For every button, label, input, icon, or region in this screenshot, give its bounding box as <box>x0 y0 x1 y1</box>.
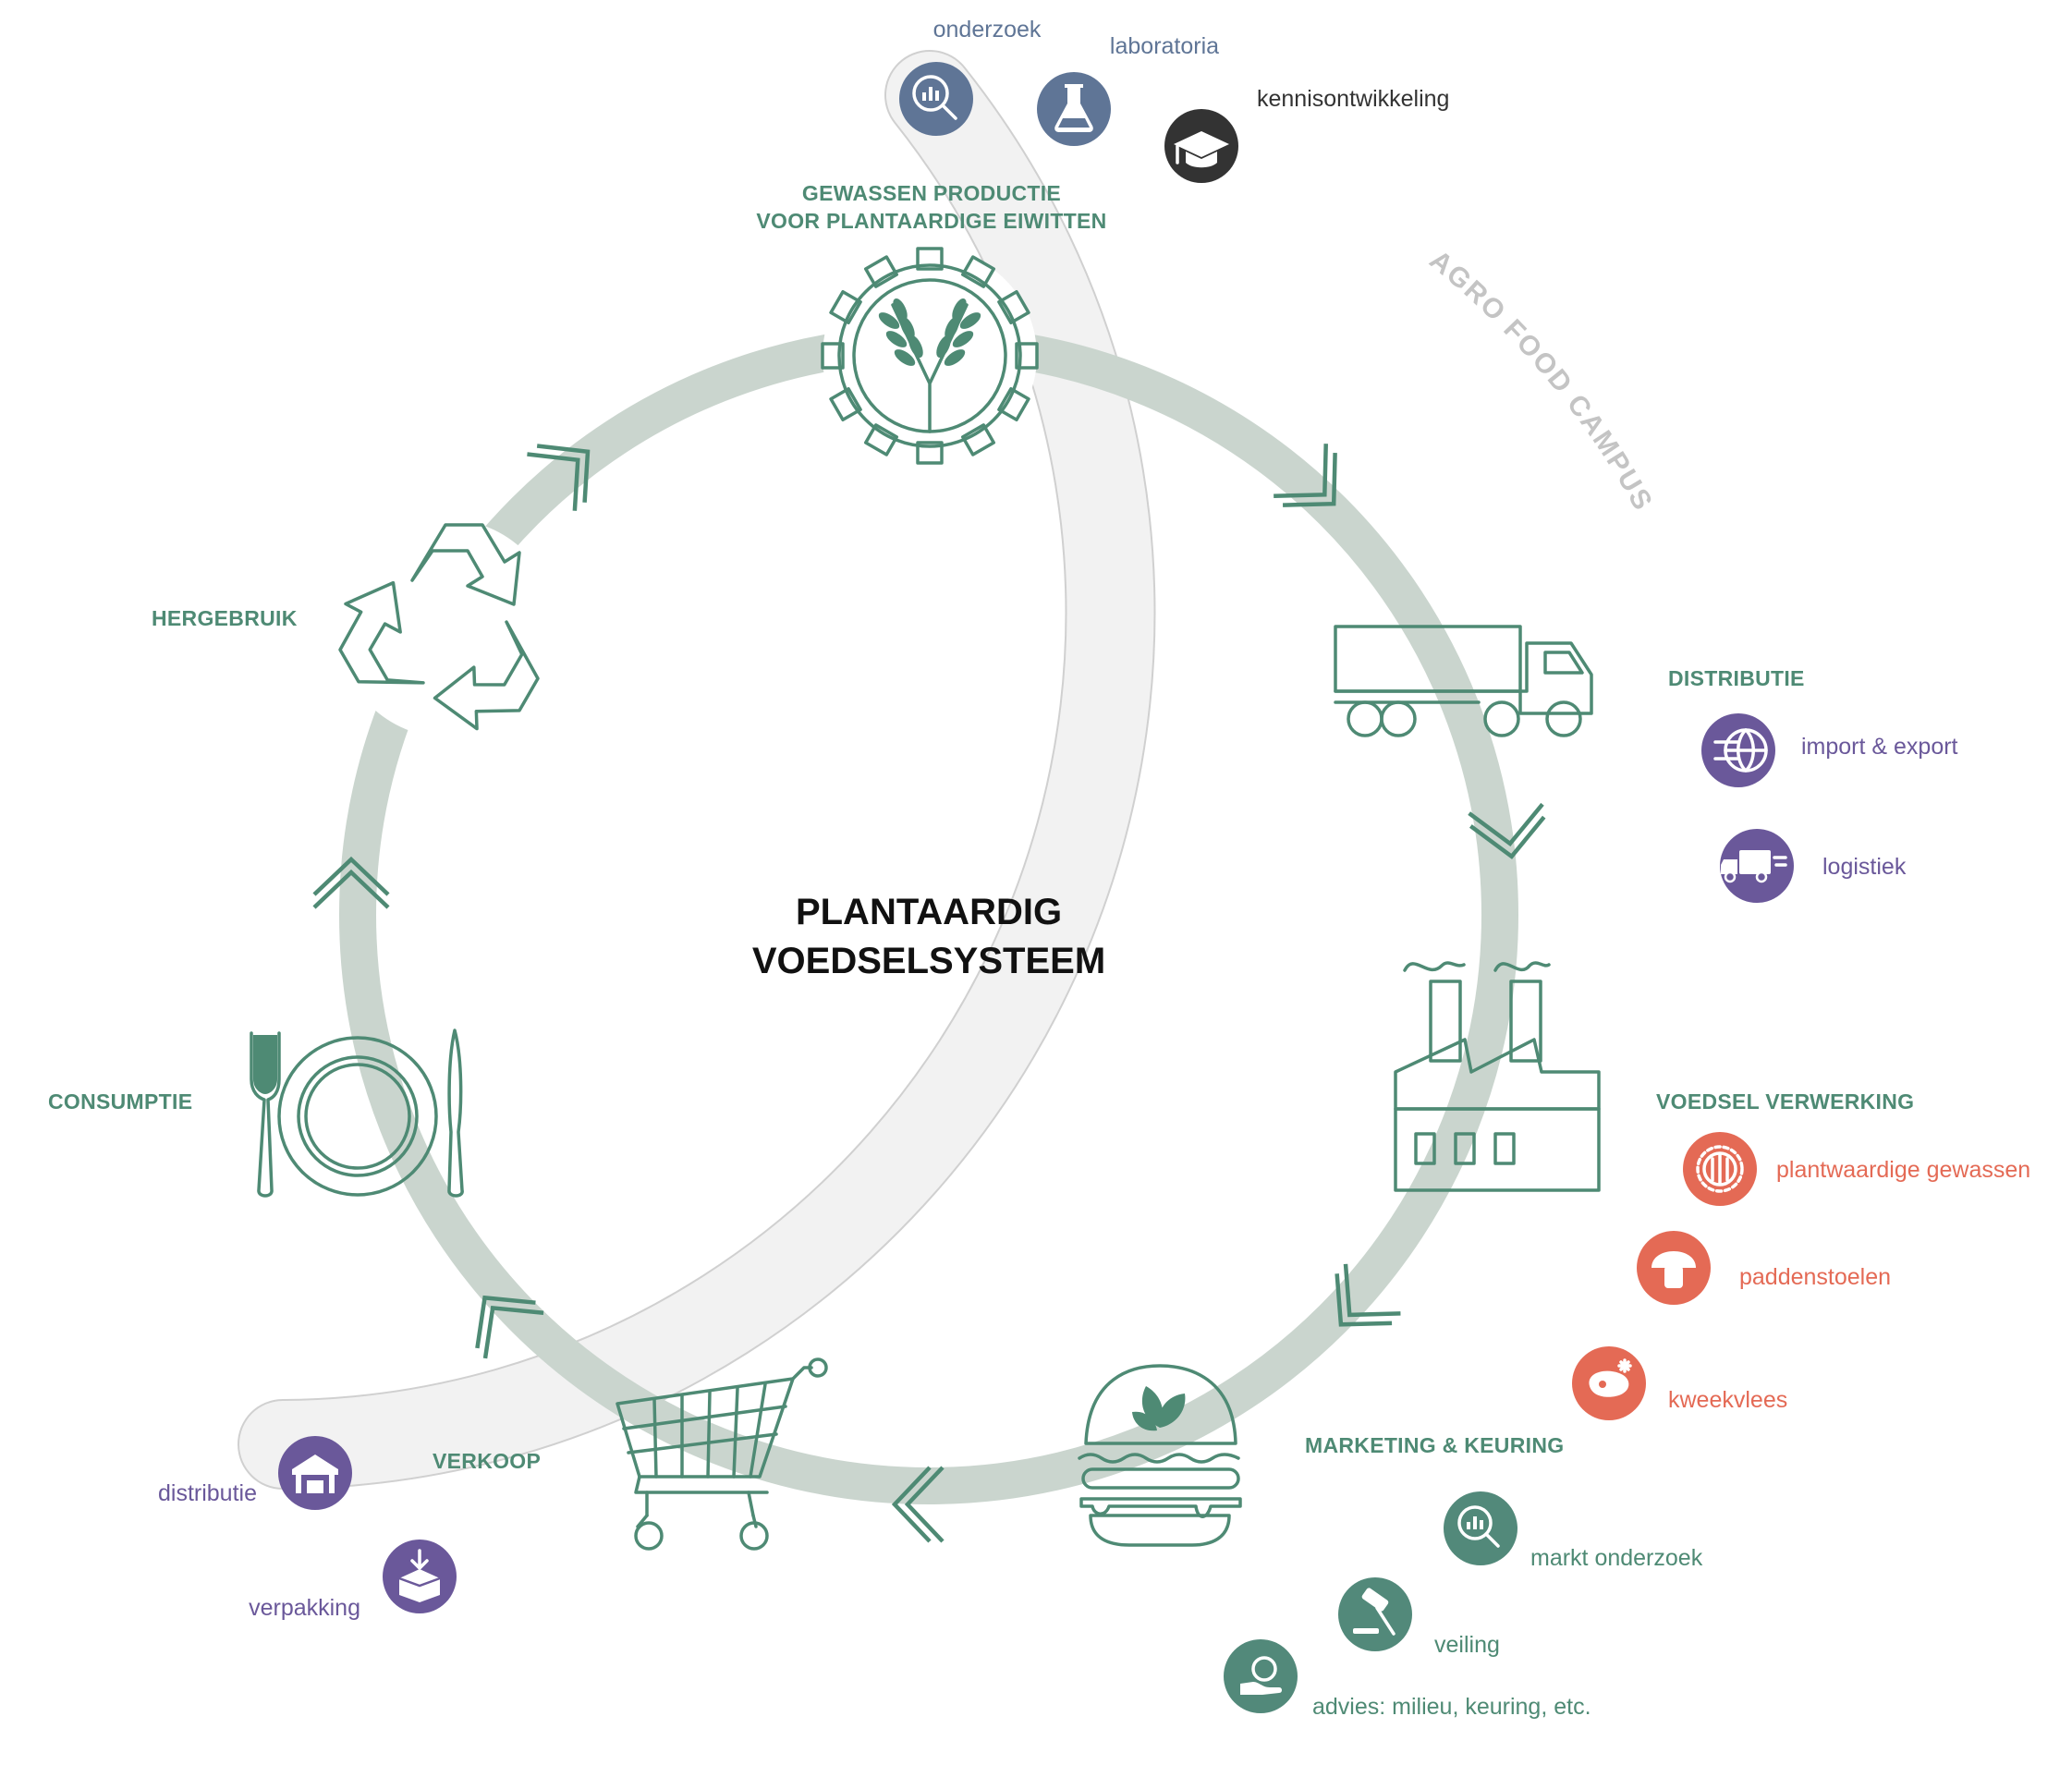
sales-label-verpakking: verpakking <box>249 1595 360 1621</box>
processing-item-paddenstoelen: paddenstoelen <box>1637 1231 1891 1305</box>
marketing-item-advies: advies: milieu, keuring, etc. <box>1224 1639 1591 1720</box>
knowledge-item-kennisontwikkeling: kennisontwikkeling <box>1164 86 1449 183</box>
diagram-title-line2: VOEDSELSYSTEEM <box>752 941 1105 981</box>
processing-label-paddenstoelen: paddenstoelen <box>1739 1264 1891 1290</box>
flow-chevron-1 <box>1274 444 1337 507</box>
knowledge-label-kennisontwikkeling: kennisontwikkeling <box>1257 86 1449 112</box>
stage-production-label-line1: GEWASSEN PRODUCTIE <box>802 181 1061 205</box>
processing-item-plantwaardige-gewassen: plantwaardige gewassen <box>1683 1132 2030 1206</box>
stage-distribution-label: DISTRIBUTIE <box>1668 666 1805 690</box>
factory-icon <box>1394 961 1601 1192</box>
flow-chevron-3 <box>1335 1263 1401 1327</box>
marketing-item-markt-onderzoek: markt onderzoek <box>1444 1491 1703 1571</box>
burger-icon <box>1078 1364 1242 1547</box>
sales-item-verpakking: verpakking <box>249 1540 457 1621</box>
stage-processing-label: VOEDSEL VERWERKING <box>1656 1089 1914 1114</box>
gavel-icon <box>1338 1577 1412 1651</box>
sales-item-distributie: distributie <box>158 1436 352 1510</box>
processing-label-plantwaardige-gewassen: plantwaardige gewassen <box>1776 1157 2030 1183</box>
distribution-label-import-export: import & export <box>1801 734 1958 760</box>
processing-item-kweekvlees: kweekvlees <box>1572 1346 1787 1420</box>
agro-food-campus-label: AGRO FOOD CAMPUS <box>1424 245 1659 517</box>
wheat-gear-icon <box>821 247 1039 465</box>
knowledge-item-laboratoria: laboratoria <box>1037 33 1219 146</box>
distribution-label-logistiek: logistiek <box>1822 854 1907 880</box>
knowledge-item-onderzoek: onderzoek <box>899 17 1042 136</box>
processing-label-kweekvlees: kweekvlees <box>1668 1387 1787 1413</box>
stage-production-label-line2: VOOR PLANTAARDIGE EIWITTEN <box>756 209 1106 233</box>
flow-chevron-5 <box>475 1295 544 1359</box>
marketing-label-markt-onderzoek: markt onderzoek <box>1530 1545 1703 1571</box>
flow-chevron-4 <box>891 1466 945 1543</box>
flow-chevron-7 <box>527 444 591 511</box>
truck-icon <box>1334 625 1593 737</box>
marketing-label-advies: advies: milieu, keuring, etc. <box>1312 1694 1591 1720</box>
stage-reuse-label: HERGEBRUIK <box>152 606 298 630</box>
distribution-item-import-export: import & export <box>1701 713 1958 787</box>
knowledge-label-onderzoek: onderzoek <box>933 17 1042 43</box>
knowledge-label-laboratoria: laboratoria <box>1110 33 1219 59</box>
stage-marketing-label: MARKETING & KEURING <box>1305 1433 1564 1457</box>
advice-hand-icon <box>1224 1639 1298 1713</box>
marketing-item-veiling: veiling <box>1338 1577 1500 1658</box>
plate-cutlery-icon <box>250 1028 464 1198</box>
distribution-item-logistiek: logistiek <box>1720 829 1907 903</box>
stage-sales-label: VERKOOP <box>433 1449 541 1473</box>
flow-chevron-6 <box>312 856 390 909</box>
shopping-cart-icon <box>616 1357 828 1551</box>
stage-consumption-label: CONSUMPTIE <box>48 1089 192 1114</box>
sales-label-distributie: distributie <box>158 1480 257 1506</box>
recycle-icon <box>338 519 556 737</box>
marketing-label-veiling: veiling <box>1434 1632 1500 1658</box>
flow-chevron-2 <box>1468 802 1546 859</box>
diagram-title-line1: PLANTAARDIG <box>796 892 1062 932</box>
